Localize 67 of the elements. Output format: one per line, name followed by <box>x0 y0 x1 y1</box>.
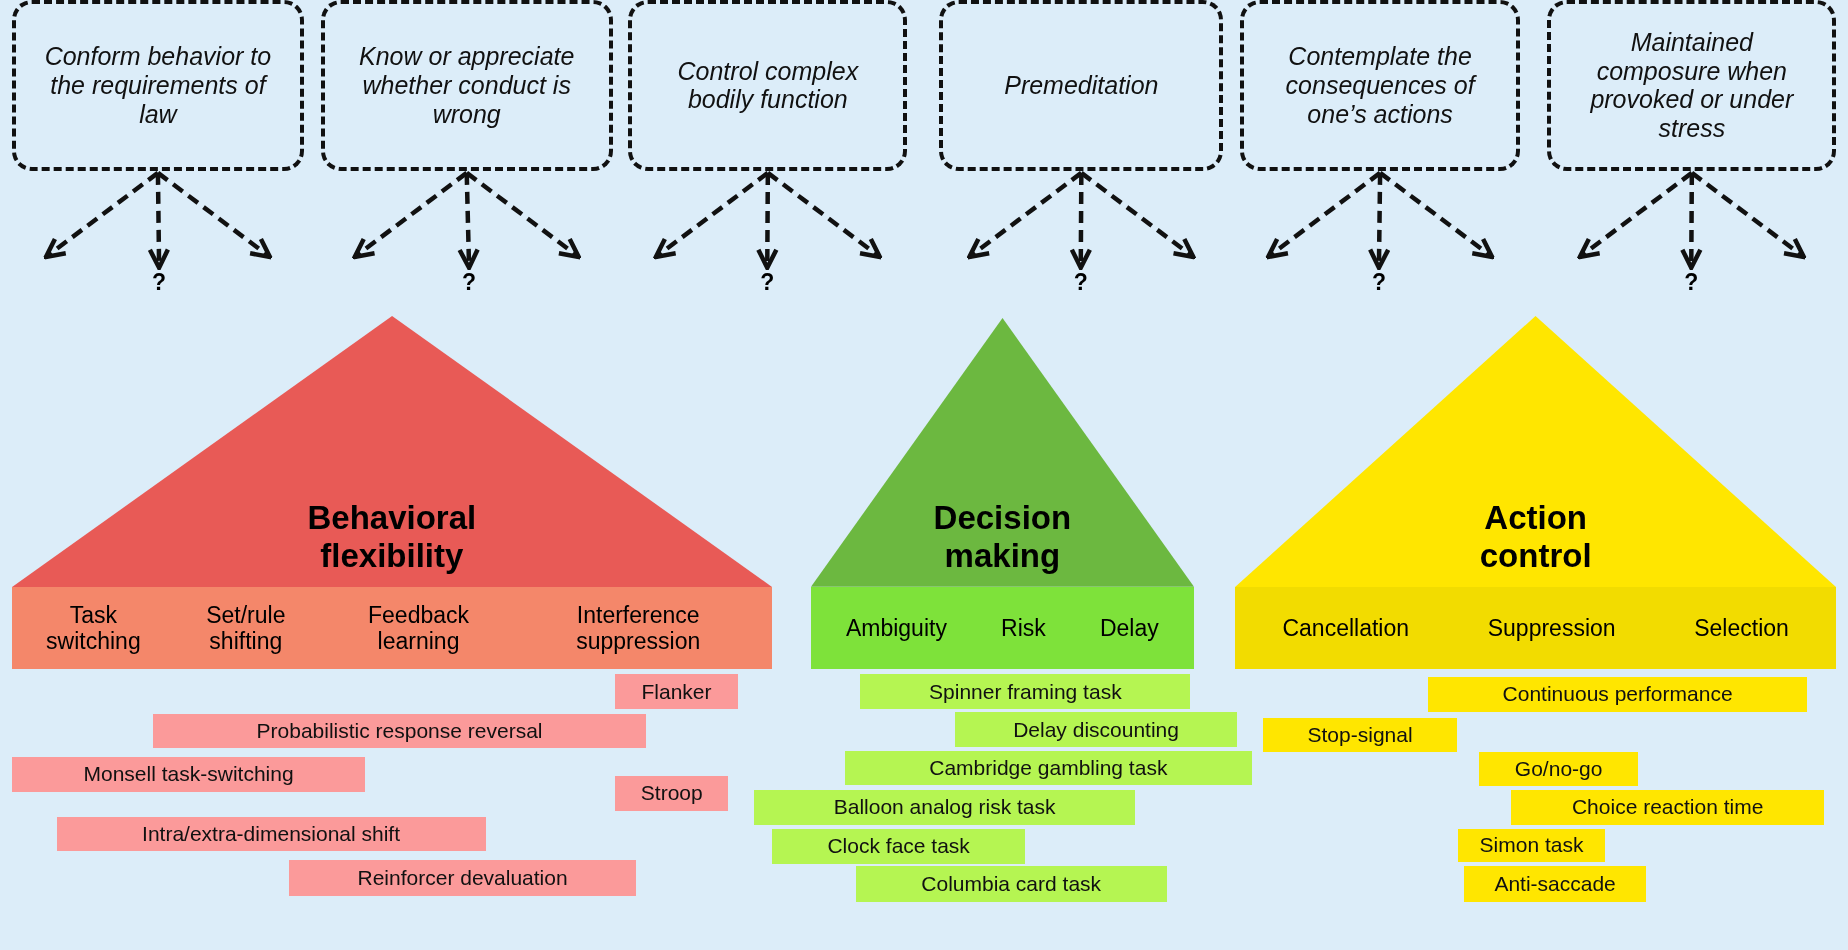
subcategory-label: Feedback learning <box>367 601 470 655</box>
triangle <box>11 315 772 587</box>
task-label: Columbia card task <box>855 866 1167 902</box>
task-label: Go/no-go <box>1479 751 1639 787</box>
task-label: Choice reaction time <box>1510 789 1825 825</box>
subcategory-label: Delay <box>1099 614 1159 642</box>
question-mark: ? <box>149 268 169 297</box>
dashed-arrow <box>156 171 273 260</box>
dashed-arrow <box>1069 172 1093 270</box>
subcategory-label: Suppression <box>1487 614 1616 642</box>
task-label: Simon task <box>1457 828 1606 862</box>
dashed-box: Contemplate the consequences of one’s actions <box>1239 0 1521 171</box>
dashed-arrow <box>147 172 171 270</box>
question-mark: ? <box>757 268 777 297</box>
task-label: Delay discounting <box>954 711 1238 748</box>
question-mark: ? <box>1369 268 1389 297</box>
question-mark: ? <box>1681 268 1701 297</box>
triangle <box>1235 315 1837 587</box>
task-label: Flanker <box>615 674 738 710</box>
task-label: Probabilistic response reversal <box>153 714 646 749</box>
subcategory-label: Task switching <box>45 601 142 655</box>
dashed-arrow <box>1378 171 1495 260</box>
task-label: Intra/extra-dimensional shift <box>56 816 486 851</box>
category-heading: Action control <box>1478 499 1593 576</box>
category-bar <box>810 586 1194 670</box>
category-bar <box>11 586 772 670</box>
dashed-arrow <box>967 171 1083 260</box>
task-label: Stop-signal <box>1263 717 1457 752</box>
triangle <box>810 318 1194 587</box>
subcategory-label: Set/rule shifting <box>205 601 287 655</box>
dashed-arrow <box>43 171 160 260</box>
subcategory-label: Cancellation <box>1282 614 1410 642</box>
subcategory-label: Risk <box>1001 614 1046 642</box>
dashed-box: Maintained composure when provoked or under stress <box>1547 0 1837 171</box>
dashed-box: Conform behavior to the requirements of law <box>11 0 305 171</box>
dashed-arrow <box>756 172 779 270</box>
task-label: Clock face task <box>771 828 1026 864</box>
task-label: Reinforcer devaluation <box>288 860 637 896</box>
dashed-arrow <box>1680 172 1703 270</box>
task-label: Cambridge gambling task <box>845 750 1252 785</box>
dashed-arrow <box>1265 171 1382 260</box>
dashed-arrow <box>465 171 581 260</box>
task-label: Anti-saccade <box>1463 866 1647 902</box>
subcategory-label: Selection <box>1694 614 1789 642</box>
dashed-arrow <box>352 171 469 260</box>
dashed-box: Know or appreciate whether conduct is wrong <box>320 0 613 171</box>
dashed-arrow <box>766 171 883 260</box>
question-mark: ? <box>1071 268 1091 297</box>
dashed-arrow <box>653 171 770 260</box>
dashed-arrow <box>1577 171 1694 260</box>
task-label: Stroop <box>615 775 729 811</box>
task-label: Spinner framing task <box>860 674 1191 710</box>
dashed-box: Control complex bodily function <box>628 0 908 171</box>
question-mark: ? <box>459 268 479 297</box>
dashed-arrow <box>1690 171 1807 260</box>
category-heading: Behavioral flexibility <box>306 499 478 576</box>
subcategory-label: Ambiguity <box>845 614 947 642</box>
dashed-arrow <box>457 172 480 270</box>
task-label: Monsell task-switching <box>11 756 366 792</box>
dashed-arrow <box>1080 171 1196 260</box>
task-label: Continuous performance <box>1428 676 1807 712</box>
category-heading: Decision making <box>932 499 1073 576</box>
dashed-arrow <box>1367 172 1391 270</box>
category-bar <box>1235 586 1837 670</box>
subcategory-label: Interference suppression <box>575 601 702 655</box>
dashed-box: Premeditation <box>939 0 1224 171</box>
task-label: Balloon analog risk task <box>754 789 1135 825</box>
